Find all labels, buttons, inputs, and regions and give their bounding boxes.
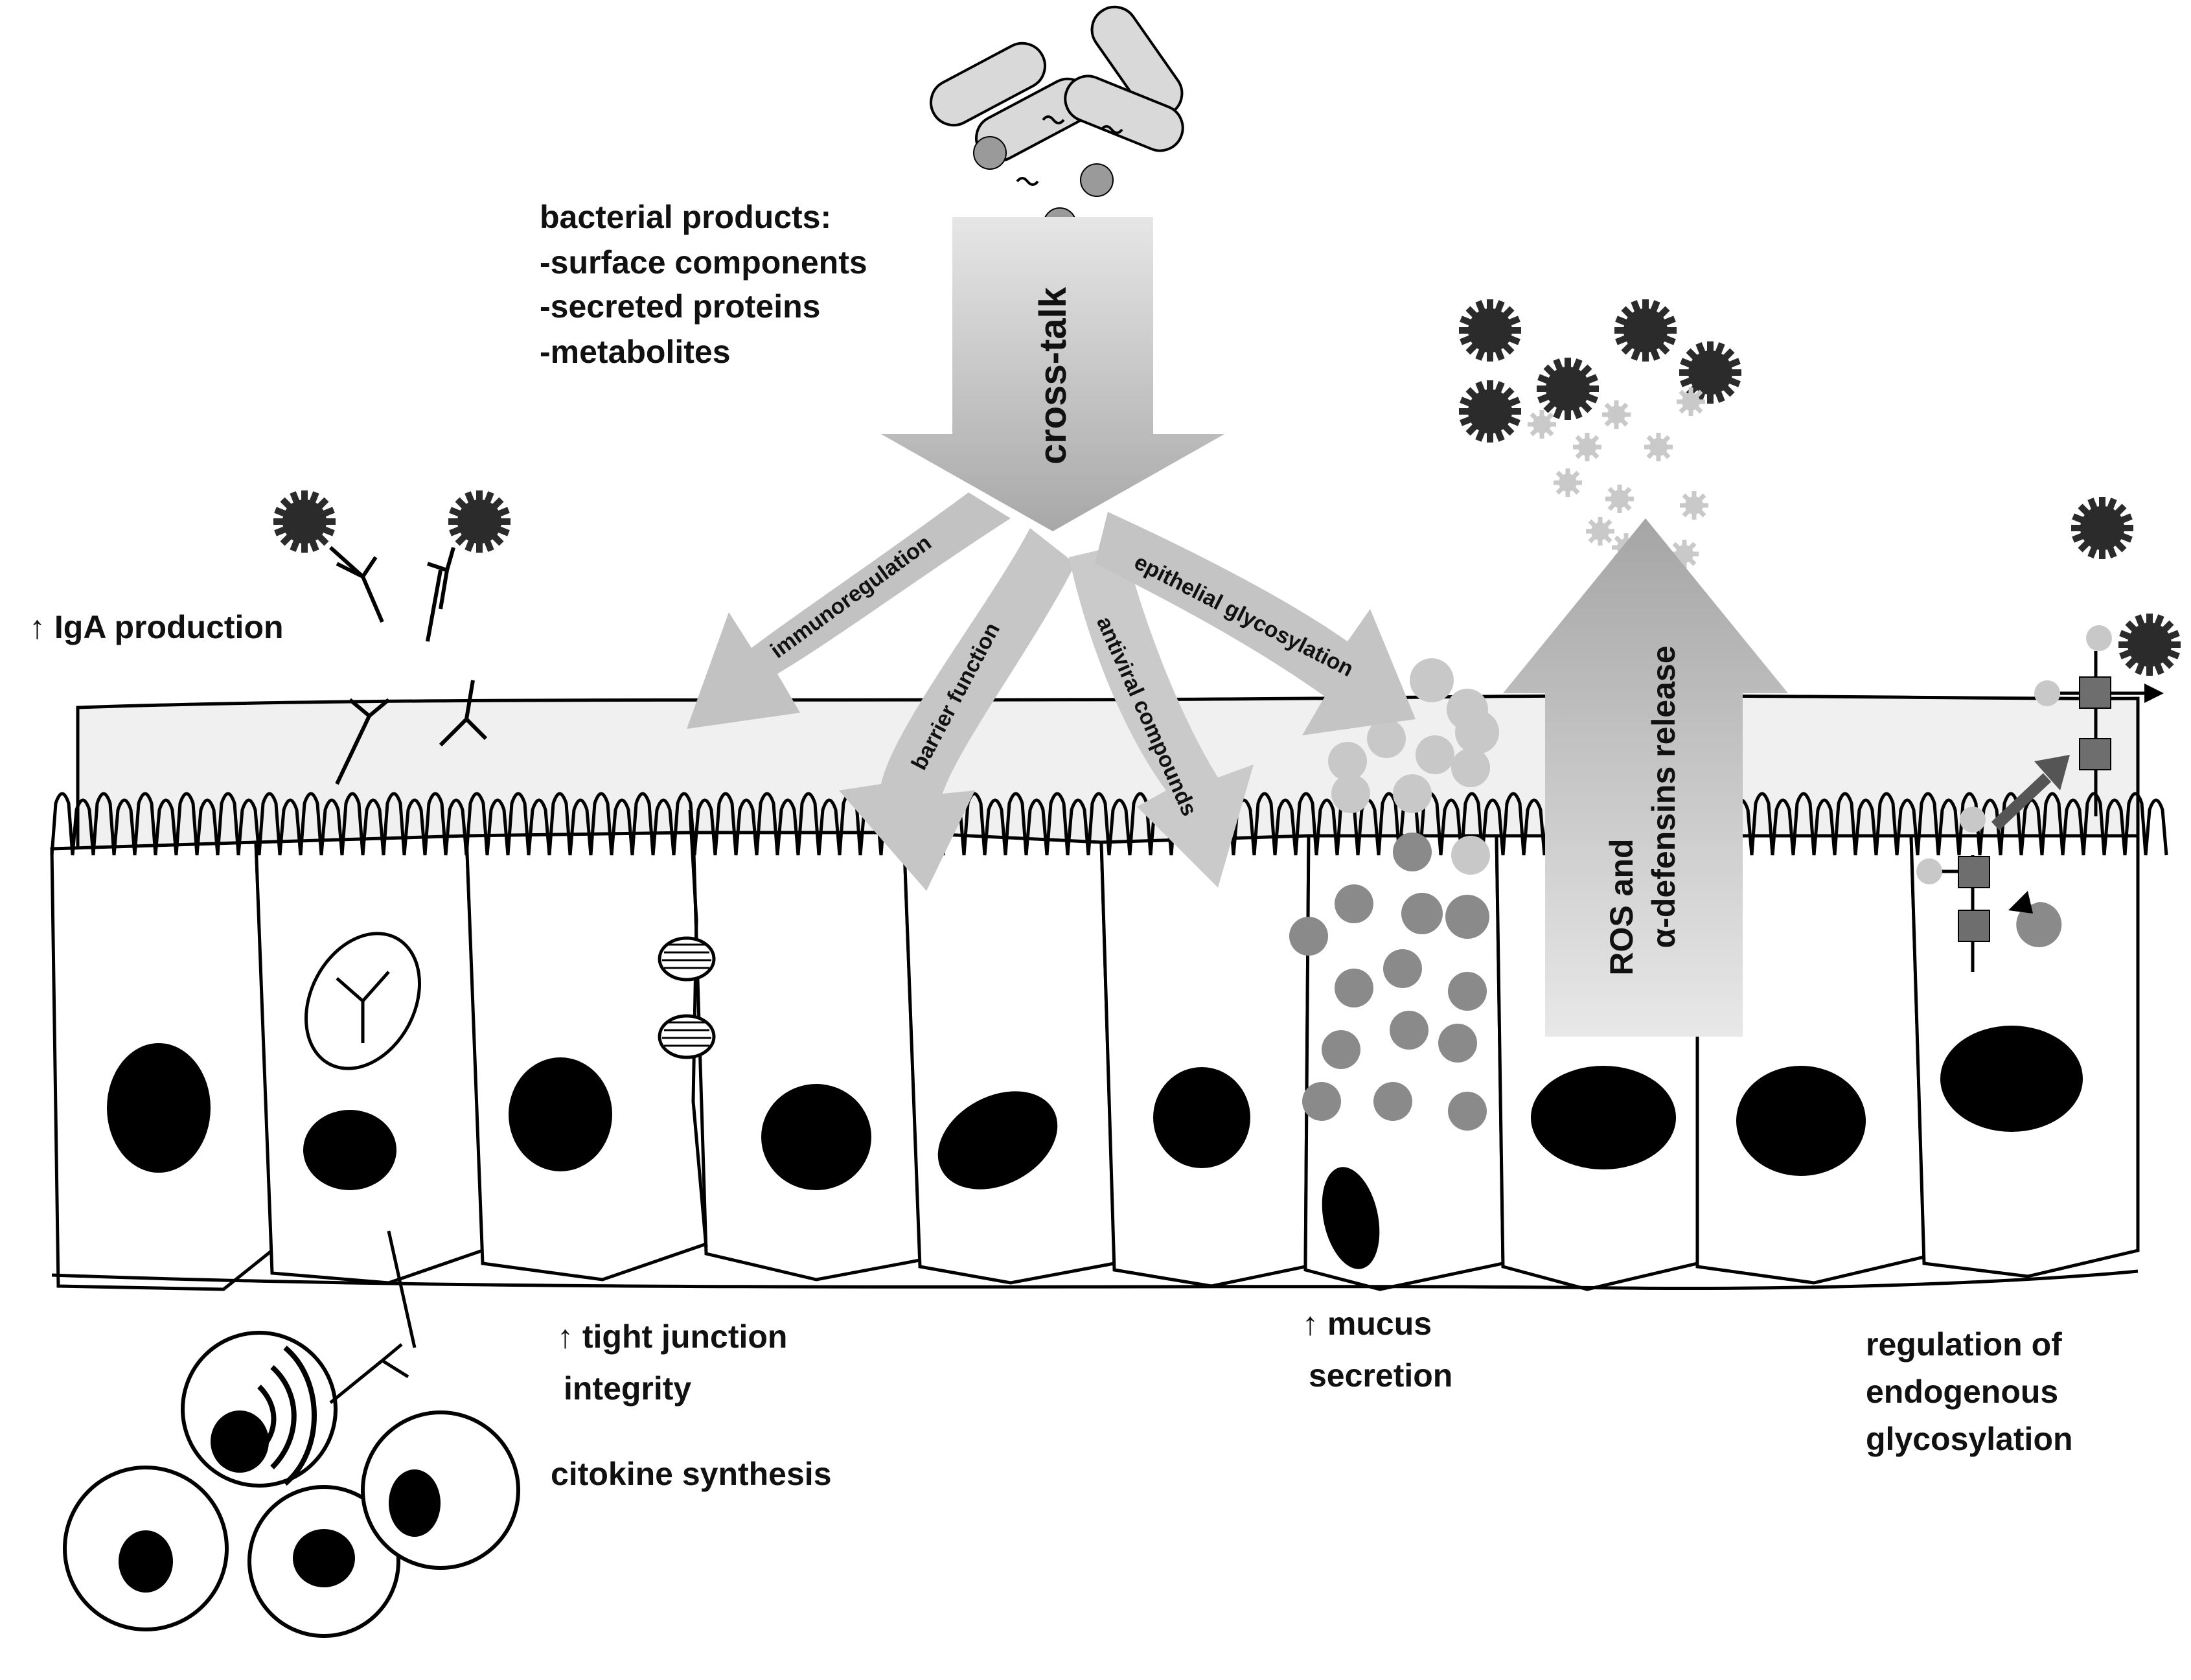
iga-antibodies [273, 490, 510, 785]
cross-talk-label: cross-talk [1032, 286, 1074, 465]
cross-talk-arrow: cross-talk [881, 217, 1224, 531]
mucus-secretion-label: ↑ mucus [1302, 1306, 1432, 1342]
tight-junction-label: ↑ tight junction [557, 1318, 787, 1355]
mucus-granules [1289, 833, 1489, 1131]
nuclei [107, 1026, 2083, 1269]
bacterial-products-item: -metabolites [540, 334, 731, 370]
bacterial-products-item: -secreted proteins [540, 288, 820, 325]
secreted-mucus [1328, 658, 1499, 875]
iga-vesicle [304, 932, 422, 1070]
epithelium [50, 658, 2168, 1291]
bacteria [930, 5, 1184, 163]
ros-label-line2: α-defensins release [1646, 645, 1682, 948]
tight-junction-label-2: integrity [564, 1370, 691, 1407]
epithelial-glycosylation-label: epithelial glycosylation [1130, 549, 1358, 682]
ros-label-line1: ROS and [1603, 838, 1640, 975]
glycosylation-label-1: regulation of [1866, 1326, 2062, 1363]
basal-membrane [51, 1269, 2139, 1291]
tight-junction [658, 809, 716, 1248]
glycan-chains [1916, 625, 2164, 972]
bacterial-products-block: bacterial products: -surface components … [540, 199, 867, 370]
iga-production-label: ↑ IgA production [29, 609, 284, 645]
bacterial-products-title: bacterial products: [540, 199, 831, 235]
glycosylation-label-3: glycosylation [1866, 1421, 2073, 1457]
bacterial-products-item: -surface components [540, 244, 867, 281]
immunoregulation-label: immunoregulation [766, 531, 935, 663]
microvilli [50, 792, 2168, 856]
mucus-secretion-label-2: secretion [1309, 1357, 1452, 1394]
ros-defensins-arrow: ROS and α-defensins release [1503, 518, 1788, 1037]
cytokine-synthesis-label: citokine synthesis [551, 1456, 832, 1492]
immune-cells [63, 1230, 520, 1638]
glycosylation-label-2: endogenous [1866, 1374, 2058, 1410]
